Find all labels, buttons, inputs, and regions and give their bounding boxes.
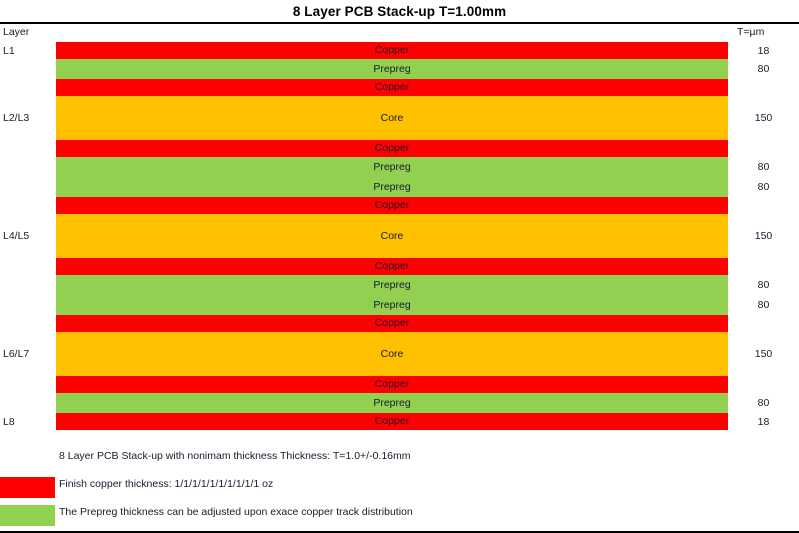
- thickness-column-header: T=µm: [737, 26, 765, 38]
- layer-label: L2/L3: [3, 112, 30, 124]
- notes-legend: 8 Layer PCB Stack-up with nonimam thickn…: [0, 446, 799, 530]
- material-band-copper: Copper: [56, 79, 728, 96]
- stackup-row: Prepreg 80: [0, 295, 799, 315]
- thickness-value: 80: [757, 299, 770, 311]
- stackup-row: Prepreg 80: [0, 157, 799, 177]
- material-band-prepreg: Prepreg: [56, 177, 728, 197]
- material-band-copper: Copper: [56, 42, 728, 59]
- material-band-copper: Copper: [56, 140, 728, 157]
- layer-column-header: Layer: [3, 26, 30, 38]
- layer-label: L1: [3, 44, 15, 57]
- material-label: Copper: [374, 415, 410, 428]
- stackup-row: Prepreg 80: [0, 177, 799, 197]
- material-label: Copper: [374, 378, 410, 391]
- legend-swatch-copper: [0, 477, 55, 498]
- note-line: The Prepreg thickness can be adjusted up…: [0, 502, 799, 530]
- material-label: Prepreg: [373, 62, 411, 75]
- material-band-copper: Copper: [56, 315, 728, 332]
- title-bar: 8 Layer PCB Stack-up T=1.00mm: [0, 0, 799, 24]
- material-band-prepreg: Prepreg: [56, 157, 728, 177]
- stackup-row: L2/L3 Core 150: [0, 96, 799, 140]
- stackup-row: Prepreg 80: [0, 393, 799, 413]
- legend-swatch-prepreg: [0, 505, 55, 526]
- stackup-row: Copper: [0, 79, 799, 96]
- stackup-row: L1 Copper 18: [0, 42, 799, 59]
- material-label: Core: [380, 111, 404, 124]
- thickness-value: 150: [754, 348, 773, 360]
- layer-label: L6/L7: [3, 348, 30, 360]
- material-label: Copper: [374, 260, 410, 273]
- material-label: Copper: [374, 81, 410, 94]
- material-band-prepreg: Prepreg: [56, 59, 728, 79]
- thickness-value: 80: [757, 63, 770, 75]
- material-label: Copper: [374, 142, 410, 155]
- thickness-value: 150: [754, 112, 773, 124]
- thickness-value: 80: [757, 397, 770, 409]
- material-band-core: Core: [56, 96, 728, 140]
- material-label: Prepreg: [373, 180, 411, 193]
- material-band-copper: Copper: [56, 376, 728, 393]
- stackup-row: Copper: [0, 376, 799, 393]
- material-band-copper: Copper: [56, 413, 728, 430]
- thickness-value: 18: [757, 415, 770, 428]
- stackup-row: Copper: [0, 258, 799, 275]
- stackup-row: Copper: [0, 197, 799, 214]
- material-label: Core: [380, 229, 404, 242]
- material-band-core: Core: [56, 332, 728, 376]
- thickness-value: 80: [757, 279, 770, 291]
- material-label: Core: [380, 347, 404, 360]
- thickness-value: 18: [757, 44, 770, 57]
- material-label: Copper: [374, 199, 410, 212]
- stackup-row: L4/L5 Core 150: [0, 214, 799, 258]
- material-label: Copper: [374, 44, 410, 57]
- layer-label: L8: [3, 415, 15, 428]
- stackup-row: Prepreg 80: [0, 275, 799, 295]
- material-band-prepreg: Prepreg: [56, 275, 728, 295]
- material-band-core: Core: [56, 214, 728, 258]
- note-line: Finish copper thickness: 1/1/1/1/1/1/1/1…: [0, 474, 799, 502]
- material-band-prepreg: Prepreg: [56, 393, 728, 413]
- material-label: Copper: [374, 317, 410, 330]
- material-band-copper: Copper: [56, 197, 728, 214]
- material-label: Prepreg: [373, 298, 411, 311]
- material-label: Prepreg: [373, 278, 411, 291]
- thickness-value: 80: [757, 181, 770, 193]
- material-label: Prepreg: [373, 160, 411, 173]
- note-text: The Prepreg thickness can be adjusted up…: [59, 506, 413, 518]
- column-header-row: Layer T=µm: [0, 26, 799, 42]
- stackup-row: L8 Copper 18: [0, 413, 799, 430]
- thickness-value: 150: [754, 230, 773, 242]
- page-title: 8 Layer PCB Stack-up T=1.00mm: [292, 3, 507, 19]
- layer-label: L4/L5: [3, 230, 30, 242]
- material-band-prepreg: Prepreg: [56, 295, 728, 315]
- note-text: Finish copper thickness: 1/1/1/1/1/1/1/1…: [59, 478, 274, 490]
- stackup-row: Copper: [0, 315, 799, 332]
- stackup-row: Prepreg 80: [0, 59, 799, 79]
- note-line: 8 Layer PCB Stack-up with nonimam thickn…: [0, 446, 799, 474]
- note-text: 8 Layer PCB Stack-up with nonimam thickn…: [59, 450, 411, 462]
- thickness-value: 80: [757, 161, 770, 173]
- stackup-row: L6/L7 Core 150: [0, 332, 799, 376]
- stackup-row: Copper: [0, 140, 799, 157]
- material-band-copper: Copper: [56, 258, 728, 275]
- material-label: Prepreg: [373, 396, 411, 409]
